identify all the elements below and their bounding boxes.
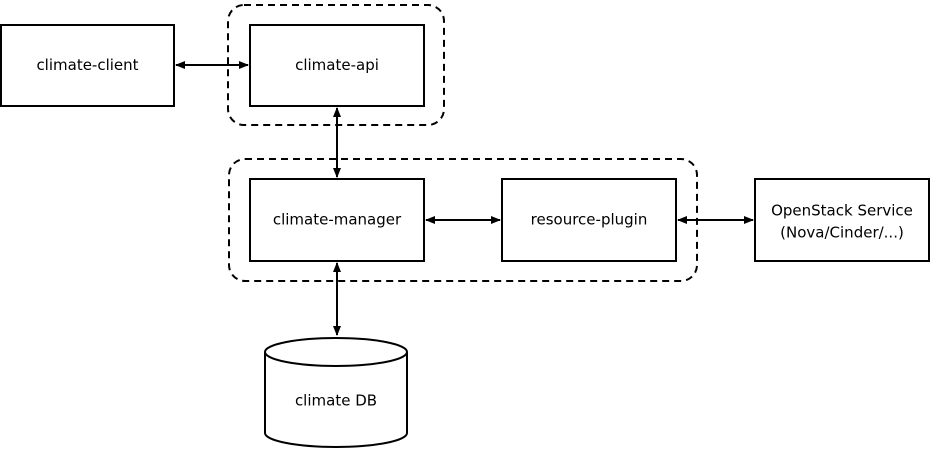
climate-manager-label: climate-manager — [273, 211, 402, 229]
openstack-service-box — [754, 178, 930, 262]
openstack-service-node: OpenStack Service (Nova/Cinder/...) — [754, 178, 930, 262]
climate-api-label: climate-api — [295, 56, 379, 74]
climate-db-cylinder-top — [264, 337, 408, 367]
climate-db-cylinder-body — [264, 352, 408, 448]
climate-db-node: climate DB — [264, 337, 408, 448]
resource-plugin-box — [501, 178, 677, 262]
climate-client-box — [0, 24, 175, 107]
openstack-service-label-line1: OpenStack Service — [771, 202, 913, 220]
resource-plugin-label: resource-plugin — [531, 211, 648, 229]
climate-client-node: climate-client — [0, 24, 175, 107]
climate-api-box — [249, 24, 425, 107]
climate-manager-node: climate-manager — [249, 178, 425, 262]
climate-manager-box — [249, 178, 425, 262]
climate-db-label: climate DB — [295, 392, 377, 410]
climate-client-label: climate-client — [36, 56, 138, 74]
climate-api-node: climate-api — [249, 24, 425, 107]
resource-plugin-node: resource-plugin — [501, 178, 677, 262]
openstack-service-label-line2: (Nova/Cinder/...) — [780, 224, 904, 242]
